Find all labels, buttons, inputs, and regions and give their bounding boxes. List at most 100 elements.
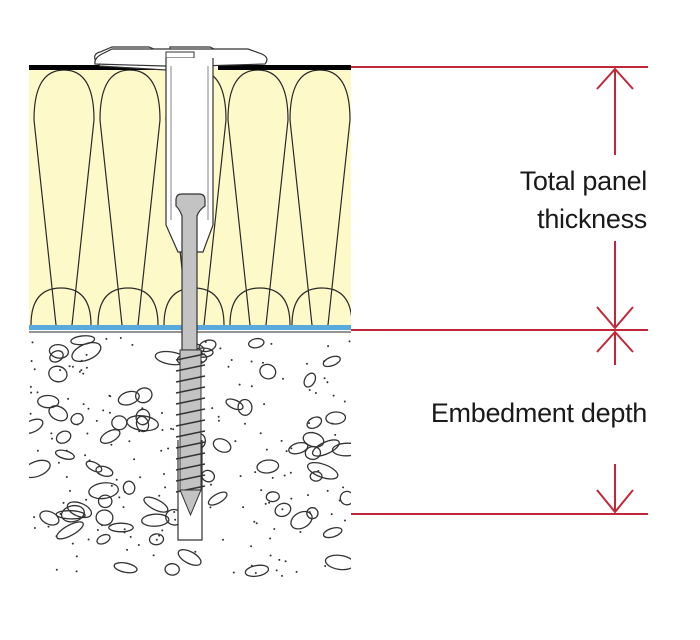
aggregate-dot	[139, 476, 142, 479]
aggregate-stone	[49, 350, 64, 363]
aggregate-stone	[141, 513, 170, 527]
aggregate-dot	[76, 423, 79, 426]
insulation-cells	[30, 70, 478, 325]
aggregate-dot	[308, 389, 311, 391]
aggregate-dot	[250, 360, 253, 363]
aggregate-dot	[36, 391, 39, 394]
aggregate-stone	[207, 491, 228, 506]
aggregate-stone	[70, 335, 96, 346]
aggregate-dot	[133, 458, 136, 461]
insulation-fibre-cell	[33, 70, 95, 325]
insulation-fibre-arc	[97, 287, 159, 325]
screw-thread	[175, 441, 206, 449]
aggregate-dot	[155, 538, 158, 541]
aggregate-dot	[234, 440, 237, 443]
aggregate-dot	[219, 347, 222, 350]
aggregate-dot	[47, 525, 50, 528]
aggregate-dot	[96, 529, 99, 531]
aggregate-dot	[232, 571, 235, 574]
aggregate-dot	[330, 513, 333, 516]
screw-thread	[175, 386, 206, 394]
aggregate-dot	[102, 409, 105, 412]
aggregate-dot	[131, 343, 134, 346]
screw-thread	[175, 408, 206, 416]
aggregate-dot	[123, 528, 126, 531]
aggregate-dot	[338, 499, 341, 502]
aggregate-dot	[124, 491, 126, 493]
aggregate-dot	[85, 366, 88, 369]
insulation-fibre-cell	[227, 70, 289, 325]
aggregate-stone	[148, 533, 165, 546]
insulation-fibre-arc	[229, 287, 291, 325]
aggregate-stone	[111, 415, 128, 431]
aggregate-dot	[95, 419, 98, 422]
aggregate-dot	[167, 447, 170, 450]
aggregate-dot	[269, 554, 272, 557]
aggregate-stone	[88, 482, 119, 500]
aggregate-stone	[143, 496, 169, 513]
aggregate-dot	[263, 403, 266, 406]
screw-thread	[175, 474, 206, 482]
aggregate-stone	[117, 390, 140, 406]
aggregate-dot	[141, 407, 144, 410]
aggregate-stone	[95, 509, 114, 526]
aggregate-stone	[29, 459, 51, 479]
aggregate-stone	[48, 405, 69, 422]
aggregate-dot	[152, 554, 155, 557]
aggregate-dot	[62, 501, 65, 504]
aggregate-dot	[138, 430, 141, 433]
aggregate-dot	[33, 368, 36, 371]
aggregate-dot	[250, 564, 253, 567]
aggregate-dot	[308, 422, 311, 425]
aggregate-dot	[217, 415, 220, 418]
aggregate-dot	[87, 538, 90, 541]
screw-thread	[175, 353, 206, 361]
aggregate-dot	[164, 486, 167, 489]
label-line-1: Total panel	[519, 166, 648, 196]
aggregate-dot	[123, 531, 126, 534]
aggregate-dot	[29, 412, 32, 415]
arrow-down-icon	[596, 489, 634, 514]
aggregate-dot	[68, 365, 71, 368]
arrow-up-icon	[596, 67, 634, 90]
aggregate-dot	[323, 377, 326, 380]
aggregate-dot	[110, 484, 113, 487]
aggregate-stone	[237, 398, 253, 416]
screw-head-shank	[175, 193, 206, 351]
aggregate-dot	[51, 437, 53, 440]
aggregate-stone	[322, 355, 341, 368]
aggregate-dot	[344, 519, 346, 522]
aggregate-dot	[105, 337, 108, 340]
aggregate-stone	[39, 510, 60, 526]
aggregate-dot	[299, 531, 302, 533]
aggregate-dot	[278, 558, 281, 561]
insulation-fibre-cell	[289, 70, 351, 325]
aggregate-dot	[29, 385, 32, 388]
aggregate-dot	[254, 471, 257, 474]
insulation-fibre-arc	[291, 287, 351, 325]
aggregate-stone	[164, 563, 180, 576]
aggregate-dot	[262, 361, 264, 364]
aggregate-stone	[122, 480, 136, 495]
aggregate-stone	[244, 564, 270, 578]
screw-thread	[175, 419, 206, 427]
aggregate-dot	[265, 448, 268, 451]
aggregate-dot	[280, 439, 283, 442]
aggregate-stone	[311, 439, 340, 457]
aggregate-dot	[227, 365, 230, 368]
aggregate-dot	[238, 383, 241, 386]
aggregate-dot	[331, 422, 334, 425]
screw-threads	[175, 353, 206, 493]
aggregate-dot	[67, 397, 70, 400]
aggregate-dot	[269, 537, 272, 540]
aggregate-dot	[118, 496, 121, 499]
aggregate-dot	[31, 341, 34, 344]
aggregate-dot	[264, 502, 267, 505]
insulation-fibre-arc	[418, 288, 478, 325]
aggregate-dot	[87, 407, 90, 410]
aggregate-dot	[173, 511, 176, 513]
label-line-2: thickness	[537, 204, 647, 234]
aggregate-stone	[303, 372, 317, 388]
aggregate-dot	[50, 432, 53, 435]
